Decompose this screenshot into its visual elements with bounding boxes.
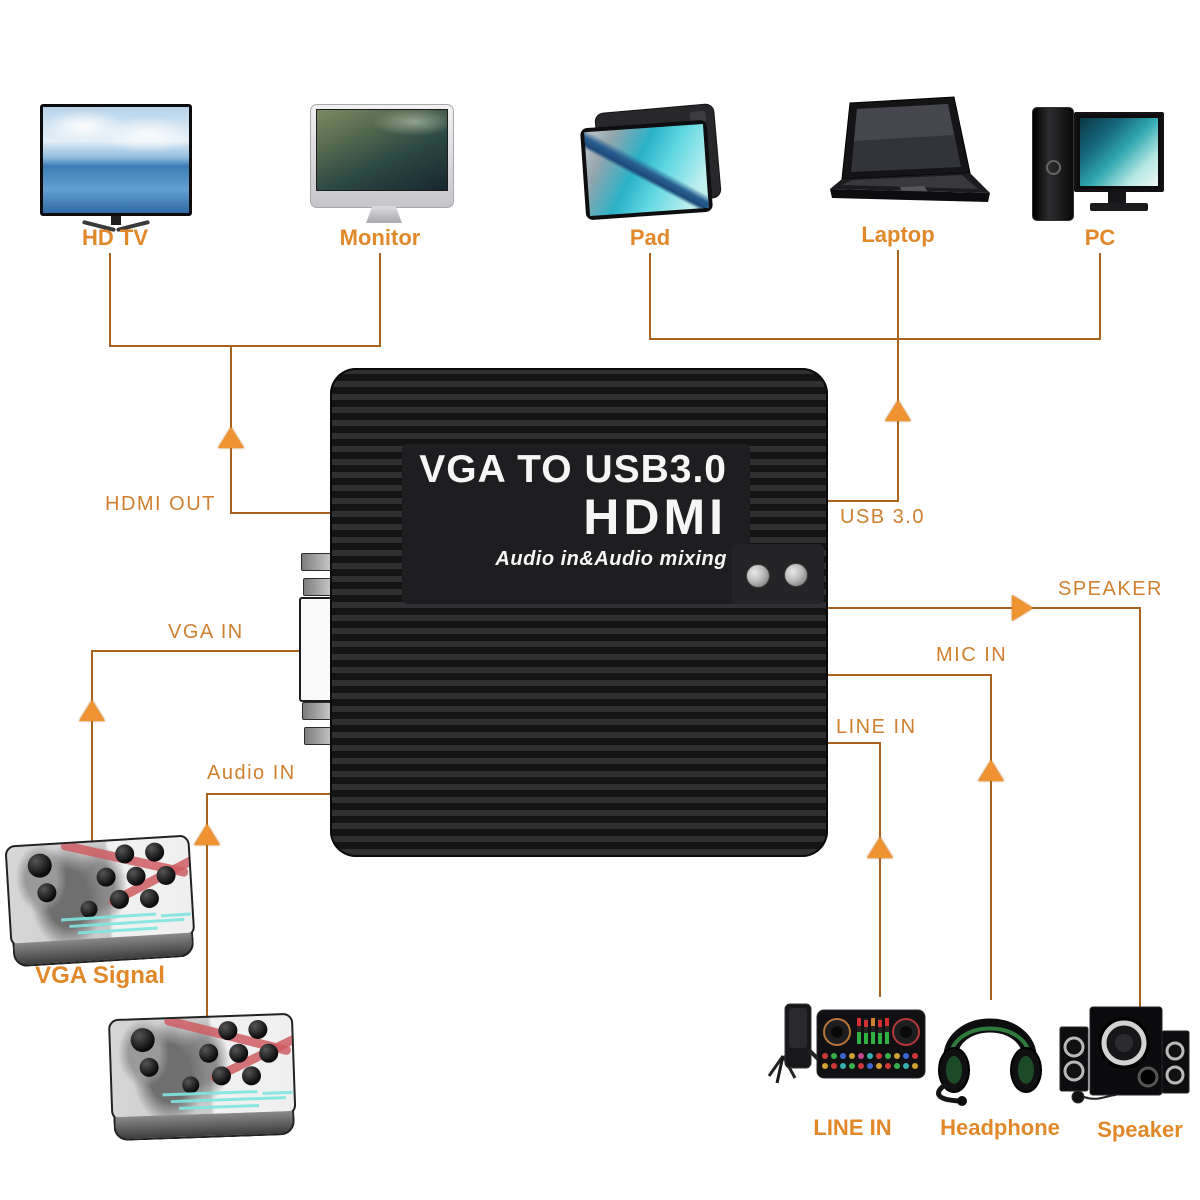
line-laptop-usb <box>897 250 899 502</box>
product-title: VGA TO USB3.0 HDMI Audio in&Audio mixing <box>419 450 727 571</box>
line-linein-h <box>823 742 881 744</box>
button <box>181 1076 200 1094</box>
label-monitor: Monitor <box>339 225 421 250</box>
pc-monitor-base <box>1090 203 1148 211</box>
headphone-image <box>930 998 1050 1108</box>
line-pad-down <box>649 253 651 340</box>
arcade-stick-top <box>4 834 196 948</box>
pc-screen <box>1080 118 1158 186</box>
line-in-mixer-image <box>765 998 930 1093</box>
product-title-line2: HDMI <box>583 489 727 545</box>
deco-line <box>160 912 192 918</box>
button <box>211 1066 232 1086</box>
button <box>258 1043 279 1064</box>
button <box>156 865 177 886</box>
line-mic-h <box>823 674 992 676</box>
deco-line <box>262 1090 293 1095</box>
button <box>241 1065 262 1086</box>
deco-line <box>179 1104 260 1110</box>
pc-image <box>1074 112 1164 192</box>
hd-tv-image <box>40 104 192 216</box>
port-label-hdmi-out: HDMI OUT <box>105 493 216 515</box>
label-hd-tv: HD TV <box>82 225 148 250</box>
pc-logo <box>1046 160 1061 175</box>
joystick-ball <box>139 1057 159 1078</box>
port-label-usb: USB 3.0 <box>840 506 925 528</box>
line-pc-down <box>1099 253 1101 340</box>
joystick-ball <box>27 852 53 879</box>
button <box>198 1043 219 1064</box>
speaker-image <box>1058 1005 1190 1105</box>
box-label-panel <box>402 444 750 604</box>
converter-box: VGA TO USB3.0 HDMI Audio in&Audio mixing <box>330 368 828 857</box>
arrow-right-icon <box>1012 595 1033 621</box>
screw-icon <box>746 564 770 588</box>
arcade-stick-side <box>113 1110 296 1142</box>
line-linein-v <box>879 742 881 997</box>
button <box>95 867 117 888</box>
button <box>139 888 160 909</box>
pc-tower <box>1032 107 1074 221</box>
joystick-ball <box>36 882 57 903</box>
arcade-stick-image <box>4 834 196 968</box>
arrow-up-icon <box>978 760 1004 781</box>
button <box>144 842 165 863</box>
label-headphone: Headphone <box>940 1115 1060 1140</box>
arrow-up-icon <box>218 427 244 448</box>
arcade-stick-image <box>107 1012 297 1142</box>
label-vga-signal: VGA Signal <box>35 962 165 989</box>
line-hdmi-join <box>109 345 381 347</box>
line-hdmi-to-box <box>230 512 337 514</box>
screw-icon <box>784 563 808 587</box>
line-speaker-h <box>823 607 1141 609</box>
pad-image <box>579 119 714 221</box>
arrow-up-icon <box>194 824 220 845</box>
laptop-image <box>812 95 997 210</box>
port-label-line-in: LINE IN <box>836 716 917 738</box>
port-label-vga-in: VGA IN <box>168 621 244 643</box>
label-pc: PC <box>1084 225 1116 250</box>
line-usb-to-box <box>823 500 899 502</box>
product-title-line1: VGA TO USB3.0 <box>419 448 727 491</box>
arrow-up-icon <box>885 400 911 421</box>
line-speaker-v <box>1139 607 1141 1007</box>
label-line-in-device: LINE IN <box>813 1115 892 1140</box>
line-usb-join <box>649 338 1101 340</box>
hd-tv-screen <box>43 107 189 213</box>
line-monitor-down <box>379 253 381 346</box>
hd-tv-stand <box>111 216 121 225</box>
port-label-audio-in: Audio IN <box>207 762 296 784</box>
deco-line <box>162 1090 258 1097</box>
product-subtitle: Audio in&Audio mixing <box>495 548 727 570</box>
pc-monitor-neck <box>1108 192 1126 204</box>
label-speaker-device: Speaker <box>1097 1117 1183 1142</box>
monitor-stand <box>366 206 402 223</box>
deco-line <box>77 926 158 935</box>
monitor-screen <box>316 109 448 191</box>
port-label-speaker: SPEAKER <box>1058 578 1163 600</box>
label-pad: Pad <box>629 225 671 250</box>
arrow-up-icon <box>867 837 893 858</box>
line-vgain-v <box>91 650 93 843</box>
line-audioin-h <box>206 793 337 795</box>
pad-screen <box>584 123 709 217</box>
line-hdtv-down <box>109 253 111 346</box>
button <box>109 889 130 910</box>
line-vgain-h <box>92 650 303 652</box>
label-laptop: Laptop <box>861 222 935 247</box>
arrow-up-icon <box>79 700 105 721</box>
port-label-mic-in: MIC IN <box>936 644 1008 666</box>
monitor-image <box>310 104 454 208</box>
joystick-ball <box>130 1027 156 1053</box>
line-audioin-v <box>206 793 208 1018</box>
button <box>248 1019 268 1040</box>
deco-line <box>170 1096 286 1104</box>
line-mic-v <box>990 674 992 1000</box>
arcade-stick-top <box>107 1012 297 1122</box>
